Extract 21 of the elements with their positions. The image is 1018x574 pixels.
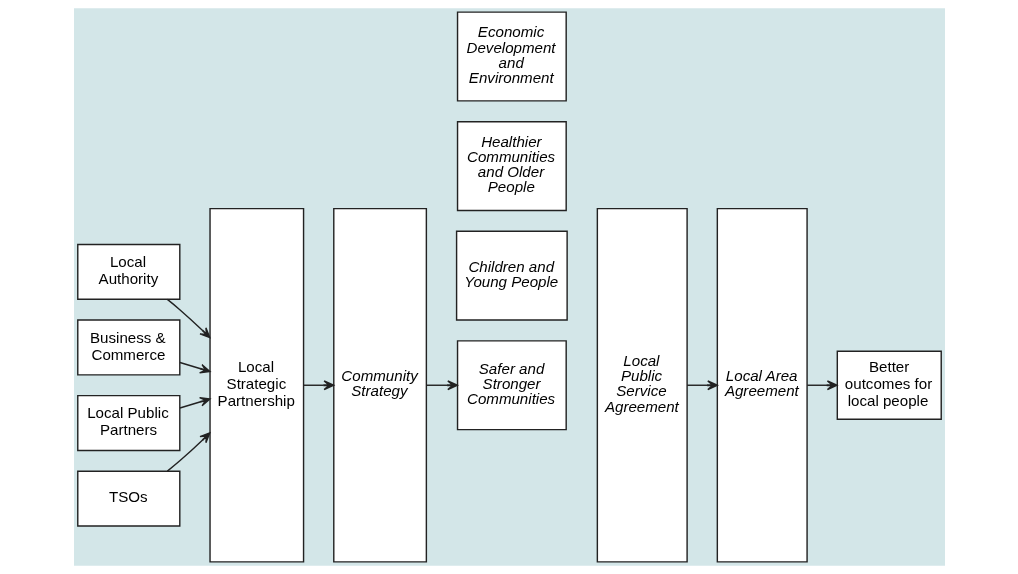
arrow bbox=[178, 396, 211, 409]
node-box: Safer and Stronger Communities bbox=[456, 340, 567, 431]
node-box: Local Authority bbox=[76, 243, 180, 300]
node-box: Community Strategy bbox=[332, 207, 427, 563]
arrow bbox=[425, 380, 458, 391]
node-box: Economic Development and Environment bbox=[456, 11, 567, 102]
node-box: Healthier Communities and Older People bbox=[456, 120, 567, 212]
node-box: Local Public Partners bbox=[76, 394, 180, 452]
arrow bbox=[178, 361, 211, 374]
node-box: Children and Young People bbox=[455, 230, 568, 321]
arrow bbox=[685, 380, 718, 391]
arrow bbox=[166, 432, 210, 472]
arrow bbox=[806, 380, 838, 391]
node-box: Better outcomes for local people bbox=[836, 350, 942, 420]
node-box: Local Area Agreement bbox=[716, 207, 808, 563]
node-box: Local Strategic Partnership bbox=[208, 207, 304, 563]
arrow bbox=[302, 380, 334, 391]
node-box: Local Public Service Agreement bbox=[596, 207, 688, 563]
node-box: Business & Commerce bbox=[76, 319, 180, 376]
node-box: TSOs bbox=[76, 470, 180, 527]
arrow bbox=[166, 298, 210, 339]
